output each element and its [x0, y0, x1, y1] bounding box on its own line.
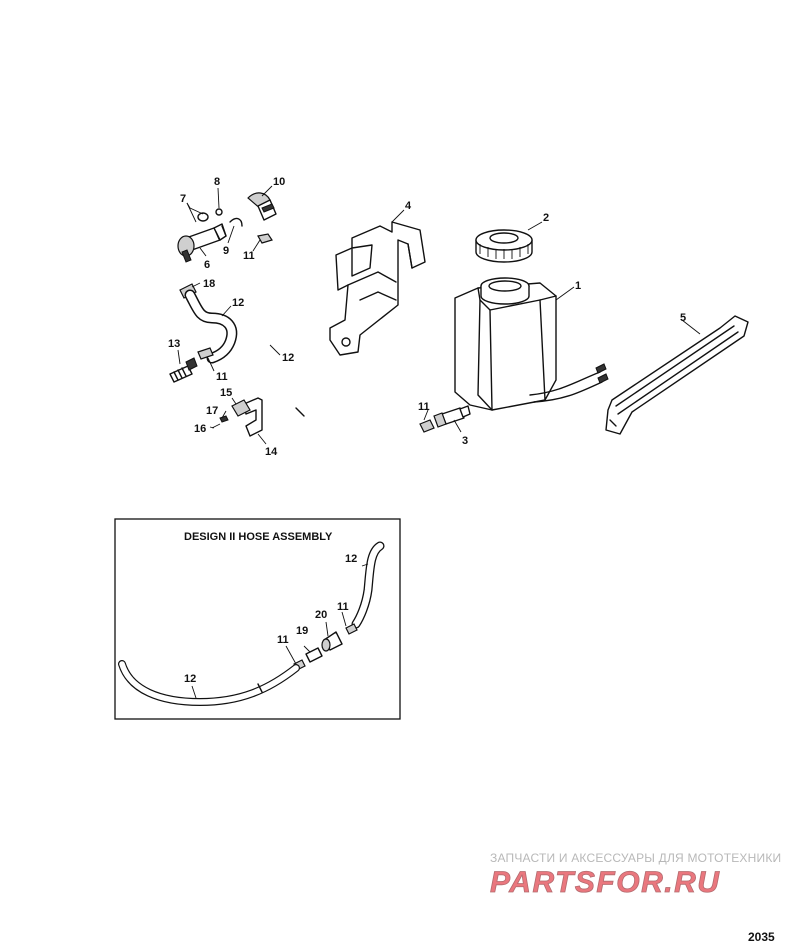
watermark-tagline: ЗАПЧАСТИ И АКСЕССУАРЫ ДЛЯ МОТОТЕХНИКИ [490, 851, 782, 865]
callout-3: 3 [462, 435, 468, 447]
leader-lines [177, 185, 701, 445]
hose-fitting [433, 405, 471, 428]
reservoir-cap [475, 229, 533, 263]
callout-1: 1 [575, 280, 581, 292]
clamp-bracket [211, 397, 263, 437]
hose-clamp [419, 419, 435, 433]
inset-callout-12-a: 12 [345, 553, 357, 565]
callouts: 1 2 3 4 5 6 7 8 9 10 11 11 11 12 12 13 1… [168, 176, 686, 458]
callout-16: 16 [194, 423, 206, 435]
inset-callout-20: 20 [315, 609, 327, 621]
left-fittings [169, 283, 238, 383]
reservoir-tank [454, 277, 609, 411]
callout-13: 13 [168, 338, 180, 350]
inset-callout-12-b: 12 [184, 673, 196, 685]
callout-10: 10 [273, 176, 285, 188]
upper-fittings [177, 192, 277, 263]
callout-2: 2 [543, 212, 549, 224]
callout-15: 15 [220, 387, 232, 399]
callout-12-b: 12 [282, 352, 294, 364]
callout-8: 8 [214, 176, 220, 188]
mounting-bracket [329, 221, 426, 356]
callout-11-b: 11 [216, 371, 228, 383]
inset-callout-11-a: 11 [337, 601, 349, 613]
long-hose [261, 248, 426, 460]
inset-design-ii: DESIGN II HOSE ASSEMBLY 12 11 20 19 11 1… [114, 518, 401, 720]
callout-17: 17 [206, 405, 218, 417]
callout-11-a: 11 [243, 250, 255, 262]
callout-4: 4 [405, 200, 412, 212]
callout-12-a: 12 [232, 297, 244, 309]
watermark-logo-text: PARTSFOR.RU [490, 866, 720, 899]
callout-7: 7 [180, 193, 186, 205]
inset-title: DESIGN II HOSE ASSEMBLY [184, 531, 333, 543]
retaining-strap [605, 315, 749, 435]
callout-9: 9 [223, 245, 229, 257]
callout-14: 14 [265, 446, 278, 458]
callout-18: 18 [203, 278, 215, 290]
watermark-logo: PARTSFOR.RU [490, 866, 720, 900]
page-number: 2035 [748, 930, 775, 944]
callout-6: 6 [204, 259, 210, 271]
callout-5: 5 [680, 312, 686, 324]
inset-callout-11-b: 11 [277, 634, 289, 646]
inset-callout-19: 19 [296, 625, 308, 637]
callout-11-c: 11 [418, 401, 430, 413]
